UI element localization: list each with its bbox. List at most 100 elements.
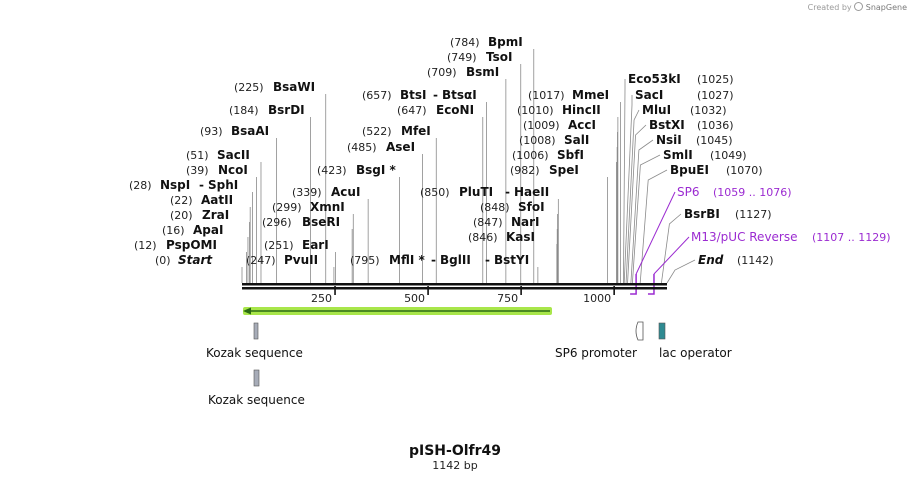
- site-name: ZraI: [202, 208, 229, 222]
- site-hincii[interactable]: (1010)HincII: [517, 103, 601, 117]
- site-position: (339): [292, 186, 322, 199]
- site-spei[interactable]: (982)SpeI: [510, 163, 579, 177]
- site-sbfi[interactable]: (1006)SbfI: [512, 148, 584, 162]
- site-mfei[interactable]: (522)MfeI: [362, 124, 431, 138]
- site-pspomi[interactable]: (12)PspOMI: [134, 238, 217, 252]
- site-apai[interactable]: (16)ApaI: [162, 223, 223, 237]
- site-bsmi[interactable]: (709)BsmI: [427, 65, 499, 79]
- site-saci[interactable]: SacI(1027): [635, 88, 734, 102]
- site-xmni[interactable]: (299)XmnI: [272, 200, 345, 214]
- primer-leader: [635, 191, 676, 275]
- primer-range: (1059 .. 1076): [713, 186, 792, 199]
- site-name: AcuI: [331, 185, 360, 199]
- site-name: EarI: [302, 238, 329, 252]
- site-name: NcoI: [218, 163, 248, 177]
- orf-arrow[interactable]: [243, 307, 552, 315]
- site-mlui[interactable]: MluI(1032): [642, 103, 727, 117]
- site-position: (39): [186, 164, 209, 177]
- site-labels: (0)Start(12)PspOMI(16)ApaI(20) ZraI(22)Aa…: [129, 35, 774, 267]
- site-mmei[interactable]: (1017) MmeI: [528, 88, 609, 102]
- site-start[interactable]: (0)Start: [155, 253, 213, 267]
- site-position: (1127): [735, 208, 772, 221]
- site-mfli-[interactable]: (795)MflI *-BglII-BstYI: [350, 253, 529, 267]
- leader-line: [639, 169, 668, 284]
- tick-label: 1000: [583, 292, 611, 305]
- site-position: (1049): [710, 149, 747, 162]
- site-bsaai[interactable]: (93)BsaAI: [200, 124, 269, 138]
- site-econi[interactable]: (647)EcoNI: [397, 103, 474, 117]
- site-position: (251): [264, 239, 294, 252]
- leader-line: [623, 79, 626, 284]
- site-position: (20): [170, 209, 193, 222]
- site-asei[interactable]: (485)AseI: [347, 140, 415, 154]
- site-ncoi[interactable]: (39) NcoI: [186, 163, 248, 177]
- site-aatii[interactable]: (22)AatII: [170, 193, 233, 207]
- site-name: ApaI: [193, 223, 223, 237]
- site-position: (982): [510, 164, 540, 177]
- site-position: (225): [234, 81, 264, 94]
- site-bpmi[interactable]: (784)BpmI: [450, 35, 523, 49]
- feature-kozak-sequence[interactable]: Kozak sequence: [208, 369, 305, 407]
- site-acui[interactable]: (339) AcuI: [292, 185, 360, 199]
- site-name-2: BtsαI: [442, 88, 477, 102]
- site-zrai[interactable]: (20) ZraI: [170, 208, 229, 222]
- leader-line: [666, 259, 696, 284]
- name-separator: -: [485, 253, 490, 267]
- site-pluti[interactable]: (850)PluTI-HaeII: [420, 185, 549, 199]
- site-sacii[interactable]: (51)SacII: [186, 148, 250, 162]
- site-leader-lines: [241, 49, 696, 284]
- site-btsi[interactable]: (657)BtsI-BtsαI: [362, 88, 477, 102]
- primer-sp6[interactable]: SP6(1059 .. 1076): [630, 185, 792, 295]
- site-bstxi[interactable]: BstXI(1036): [649, 118, 734, 132]
- feature-label: Kozak sequence: [208, 393, 305, 407]
- arrow-left-icon: [243, 307, 251, 315]
- name-separator: -: [433, 88, 438, 102]
- leader-line: [631, 154, 661, 284]
- name-separator: -: [431, 253, 436, 267]
- site-kasi[interactable]: (846)KasI: [468, 230, 535, 244]
- site-bseri[interactable]: (296)BseRI: [262, 215, 340, 229]
- site-position: (1045): [696, 134, 733, 147]
- site-position: (784): [450, 36, 480, 49]
- site-name: MmeI: [572, 88, 609, 102]
- feature-kozak-sequence[interactable]: Kozak sequence: [206, 322, 303, 360]
- site-nsii[interactable]: NsiI(1045): [656, 133, 733, 147]
- site-acci[interactable]: (1009)AccI: [523, 118, 596, 132]
- site-name: XmnI: [310, 200, 345, 214]
- feature-lac-operator[interactable]: lac operator: [658, 322, 732, 360]
- feature-sp6-promoter[interactable]: SP6 promoter: [555, 321, 644, 360]
- site-name: KasI: [506, 230, 535, 244]
- site-name: EcoNI: [436, 103, 474, 117]
- site-name: Eco53kI: [628, 72, 681, 86]
- site-position: (1017): [528, 89, 565, 102]
- site-sali[interactable]: (1008)SalI: [519, 133, 589, 147]
- snapgene-credit: Created by SnapGene: [808, 2, 907, 12]
- primer-m13-puc-reverse[interactable]: M13/pUC Reverse(1107 .. 1129): [647, 230, 891, 295]
- site-position: (28): [129, 179, 152, 192]
- site-position: (850): [420, 186, 450, 199]
- site-eari[interactable]: (251) EarI: [264, 238, 329, 252]
- site-bsgi-[interactable]: (423)BsgI *: [317, 163, 397, 177]
- site-position: (795): [350, 254, 380, 267]
- site-name: SmlI: [663, 148, 693, 162]
- site-eco53ki[interactable]: Eco53kI(1025): [628, 72, 734, 86]
- site-pvuii[interactable]: (247)PvuII: [246, 253, 318, 267]
- site-bpuei[interactable]: BpuEI(1070): [670, 163, 763, 177]
- site-end[interactable]: End(1142): [698, 253, 774, 267]
- site-nari[interactable]: (847)NarI: [473, 215, 540, 229]
- site-sfoi[interactable]: (848)SfoI: [480, 200, 545, 214]
- site-bsrdi[interactable]: (184)BsrDI: [229, 103, 305, 117]
- site-bsawi[interactable]: (225)BsaWI: [234, 80, 315, 94]
- site-position: (1036): [697, 119, 734, 132]
- site-name: NspI: [160, 178, 190, 192]
- site-name: MluI: [642, 103, 671, 117]
- site-tsoi[interactable]: (749)TsoI: [447, 50, 512, 64]
- site-name: BsgI *: [356, 163, 397, 177]
- feature-label: Kozak sequence: [206, 346, 303, 360]
- site-nspi[interactable]: (28)NspI-SphI: [129, 178, 238, 192]
- primer-arrow-icon: [630, 274, 637, 295]
- site-smli[interactable]: SmlI (1049): [663, 148, 747, 162]
- site-bsrbi[interactable]: BsrBI(1127): [684, 207, 772, 221]
- site-name: End: [698, 253, 724, 267]
- site-position: (296): [262, 216, 292, 229]
